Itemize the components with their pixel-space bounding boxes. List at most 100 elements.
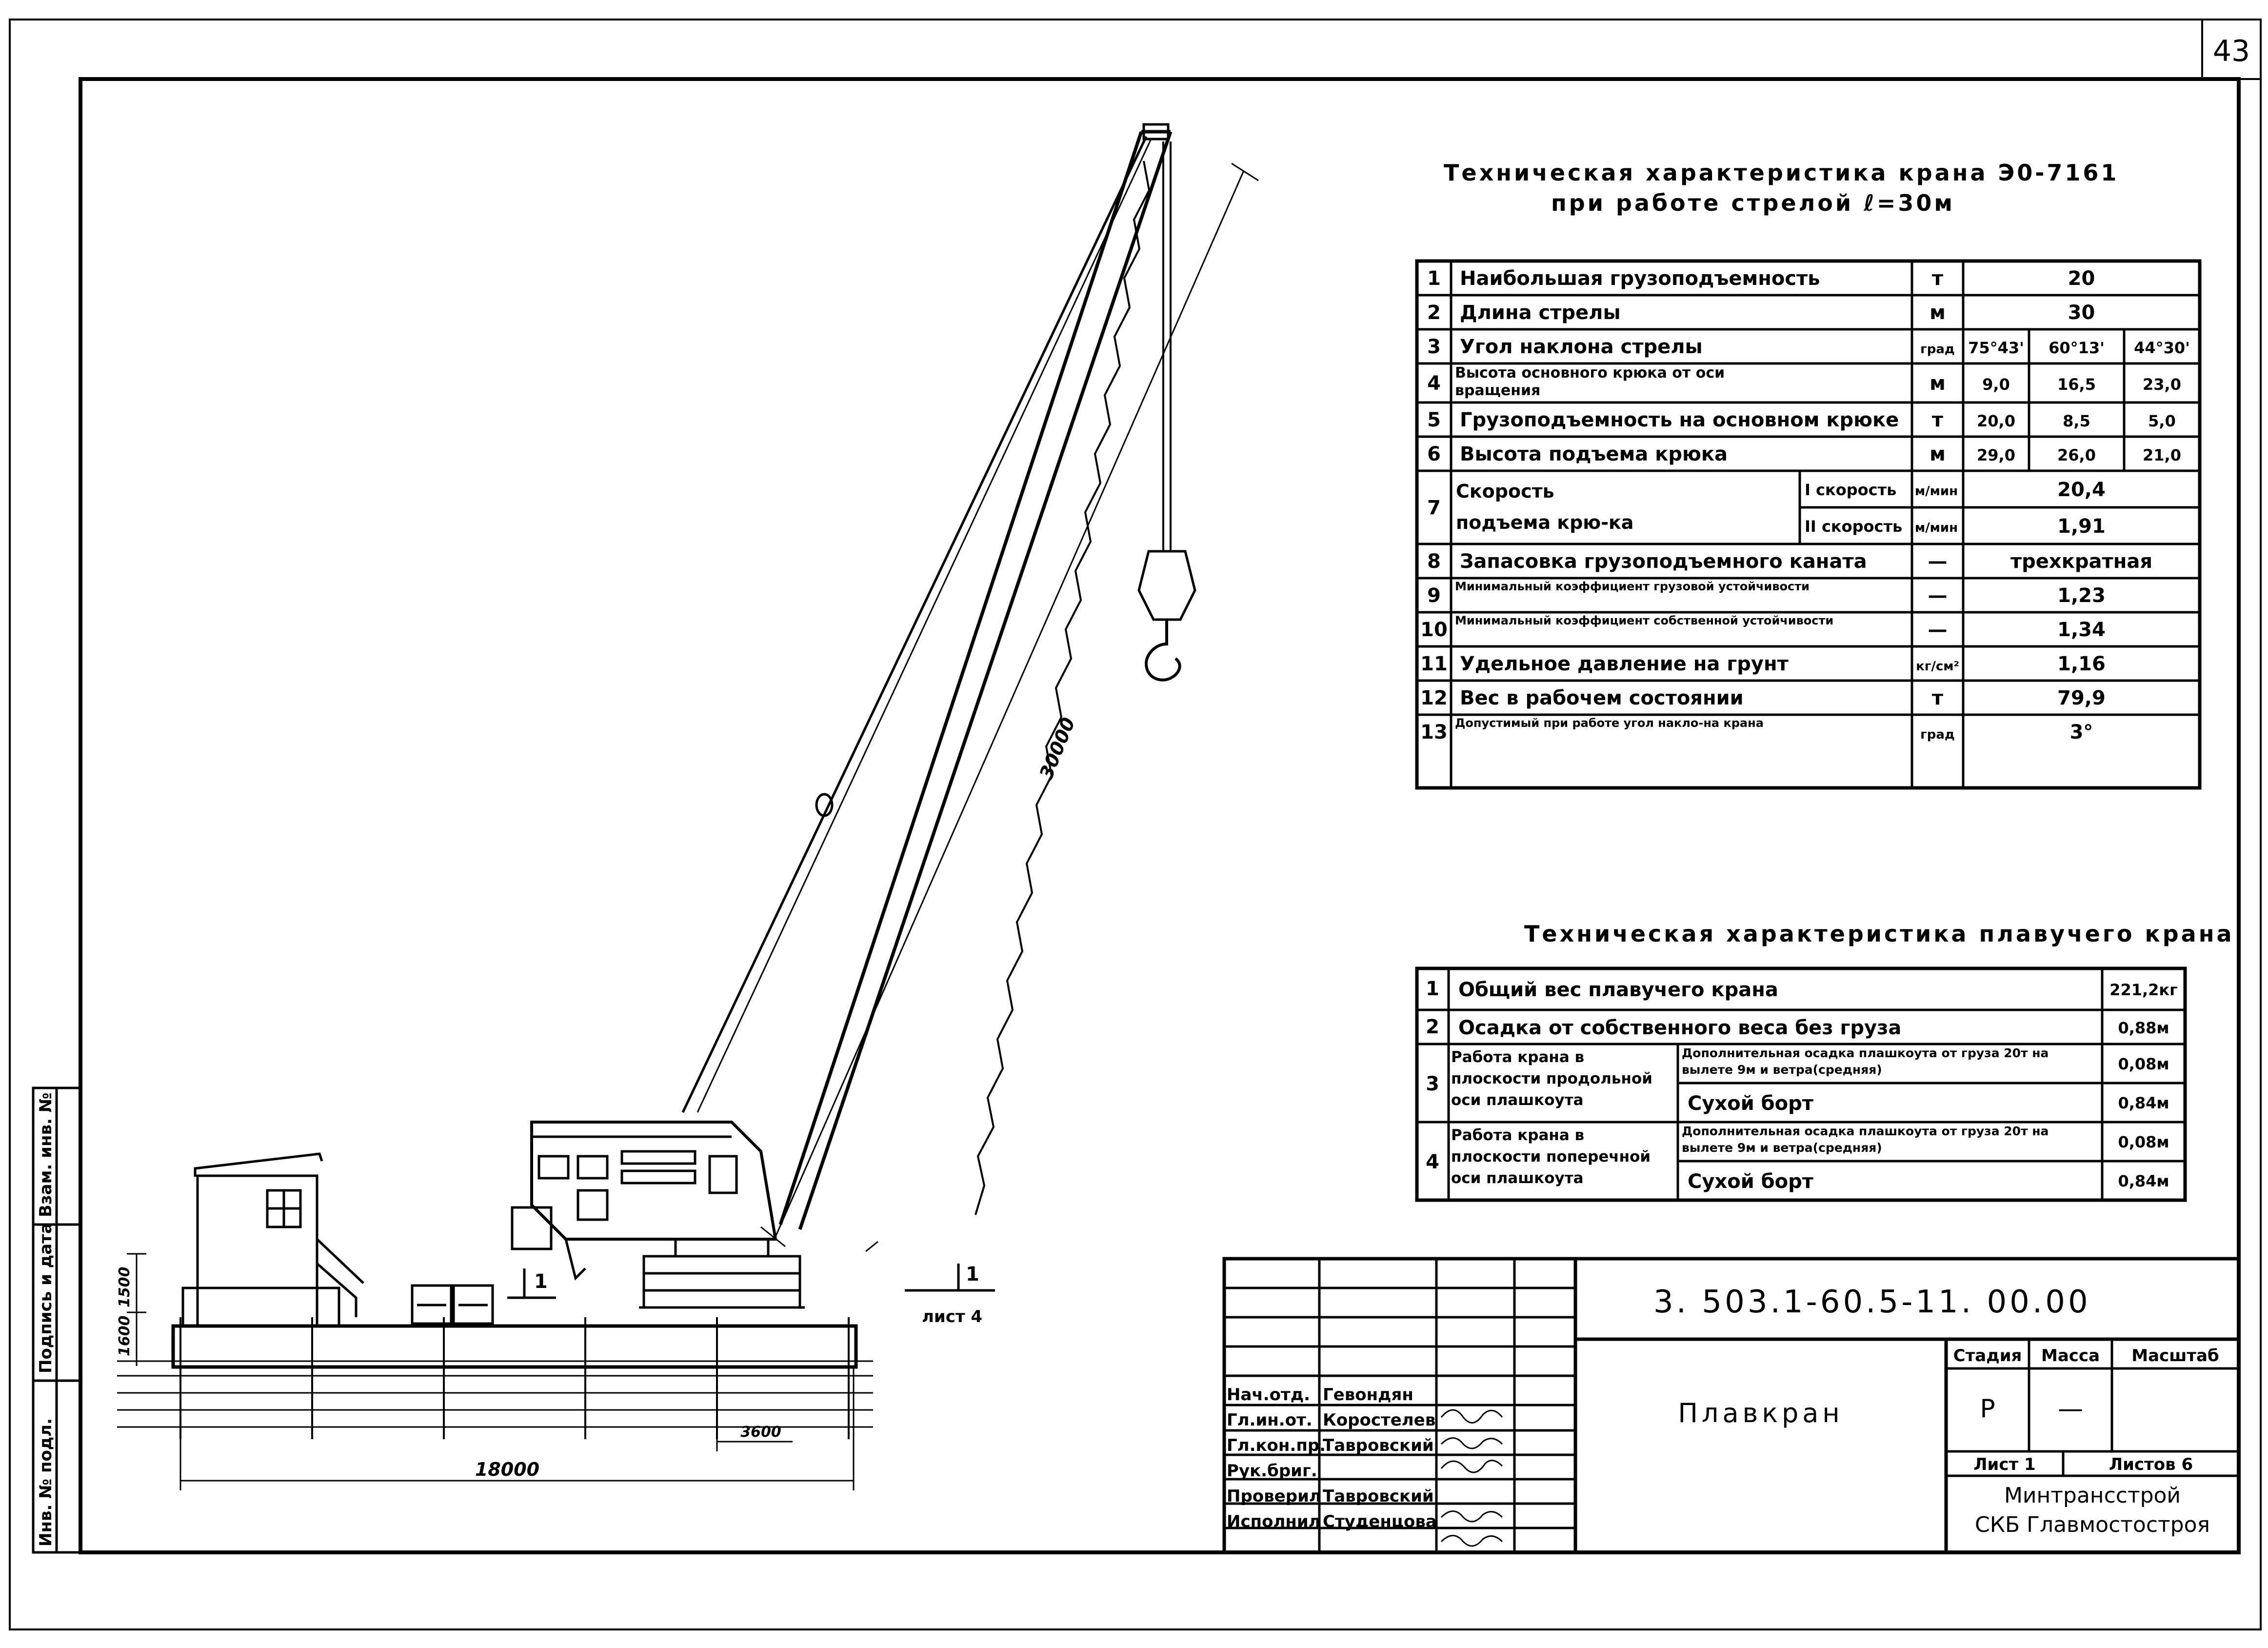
crane-row-1-unit: т [1932,267,1944,290]
crane-row-3-v1: 75°43' [1968,339,2024,357]
pontoon-posts [179,1317,850,1439]
float-row-4-no: 4 [1426,1151,1439,1173]
crane-row-9-name: Минимальный коэффициент грузовой устойчи… [1455,580,1810,593]
crane-row-7-val2: 1,91 [2057,515,2106,538]
crane-row-10-name: Минимальный коэффициент собственной усто… [1455,614,1834,627]
crane-row-12-unit: т [1932,687,1944,709]
crane-row-7-unit1: м/мин [1915,484,1958,499]
crane-row-7-no: 7 [1427,497,1441,519]
float-row-1-no: 1 [1426,978,1439,1000]
float-row-4-val1: 0,08м [2118,1133,2169,1151]
crane-row-1-no: 1 [1427,267,1441,290]
crane-house [530,1121,777,1241]
stage-header: Стадия [1953,1346,2022,1366]
section-mark-right: 1 [966,1263,979,1286]
mass-value: — [2058,1394,2083,1424]
crane-row-1-name: Наибольшая грузоподъемность [1460,267,1820,290]
crane-row-4-no: 4 [1427,372,1441,395]
crane-row-5-v1: 20,0 [1977,412,2015,430]
role-label-6: Исполнил [1227,1512,1321,1531]
sheet-frame [9,19,2262,1630]
float-row-3-val1: 0,08м [2118,1055,2169,1073]
crane-spec-rows: 1 Наибольшая грузоподъемность т 20 2 Длина ст… [1417,261,2200,788]
role-label-3: Гл.кон.пр. [1227,1436,1326,1455]
crane-row-6-unit: м [1930,443,1946,465]
drawing-title: Плавкран [1678,1398,1843,1428]
float-row-2-no: 2 [1426,1016,1439,1038]
deck-cabin [196,1174,318,1327]
crane-row-3-v3: 44°30' [2134,339,2190,357]
crane-row-7-unit2: м/мин [1915,521,1958,535]
crane-row-8-unit: — [1928,550,1948,573]
dim-3600: 3600 [740,1424,781,1441]
crane-spec-title-2: при работе стрелой ℓ=30м [1551,190,1955,216]
float-row-1-name: Общий вес плавучего крана [1458,979,1778,1001]
crane-row-6-v3: 21,0 [2143,446,2181,464]
crane-row-11-value: 1,16 [2057,653,2106,675]
crane-spec-lines [1417,261,2200,788]
role-name-1: Гевондян [1323,1385,1413,1405]
crane-boom [778,123,1173,1230]
crane-row-5-v2: 8,5 [2063,412,2090,430]
crane-row-6-name: Высота подъема крюка [1460,443,1728,465]
stage-value: Р [1980,1394,1995,1424]
crane-row-9-no: 9 [1427,584,1441,607]
crane-row-1-value: 20 [2068,267,2095,290]
crane-row-9-value: 1,23 [2057,584,2106,607]
crane-row-6-v2: 26,0 [2057,446,2096,464]
float-spec-text: 1 Общий вес плавучего крана 221,2кг 2 Ос… [1426,978,2178,1193]
crane-row-2-no: 2 [1427,301,1441,324]
float-row-4-sub1: Дополнительная осадка плашкоута от груза… [1682,1124,2049,1155]
stamp-sign-label: Подпись и дата [36,1223,56,1373]
section-mark-left: 1 [534,1270,548,1293]
signatures [1440,1409,1503,1547]
stamp-inv-label: Инв. № подл. [36,1418,56,1547]
hook [1144,620,1181,682]
crane-spec-title-1: Техническая характеристика крана Э0-7161 [1444,160,2119,186]
boom-pendant [681,136,1148,1113]
sheet-label: Лист 1 [1973,1455,2035,1474]
water-lines [117,1360,873,1428]
float-row-3-val2: 0,84м [2118,1094,2169,1112]
role-label-4: Рук.бриг. [1227,1461,1317,1481]
crane-row-12-value: 79,9 [2057,687,2106,709]
stamp-replace-label: Взам. инв. № [36,1092,56,1217]
crane-row-13-value: 3° [2070,721,2093,744]
crane-row-3-no: 3 [1427,336,1441,358]
crane-row-7-val1: 20,4 [2057,479,2106,501]
title-block-grid [1222,1257,2241,1554]
crane-row-7-sub1: I скорость [1805,481,1896,499]
scale-header: Масштаб [2131,1346,2219,1366]
float-row-3-no: 3 [1426,1073,1439,1095]
crane-row-13-no: 13 [1420,721,1448,744]
pontoon [171,1324,858,1369]
hook-block [1137,550,1196,621]
crane-row-6-no: 6 [1427,443,1441,465]
dim-1600: 1600 [116,1316,133,1357]
crane-row-6-v1: 29,0 [1977,446,2015,464]
float-spec-grid [1415,966,2187,1202]
dim-boom-30000: 30000 [1035,714,1079,782]
role-name-5: Тавровский [1323,1487,1434,1506]
org-name-1: Минтрансстрой [2004,1483,2181,1508]
crane-row-2-name: Длина стрелы [1460,301,1621,324]
crane-row-3-name: Угол наклона стрелы [1460,336,1703,358]
float-row-2-value: 0,88м [2118,1019,2169,1037]
crane-row-11-unit: кг/см² [1916,659,1959,674]
crane-row-4-v2: 16,5 [2057,375,2096,394]
crane-row-4-name: Высота основного крюка от оси вращения [1455,364,1725,399]
sheets-label: Листов 6 [2109,1455,2193,1474]
dim-length-18000: 18000 [475,1459,539,1480]
sheet-number: 43 [2213,34,2250,68]
mass-header: Масса [2041,1346,2100,1366]
crane-row-7-sub2: II скорость [1805,517,1902,536]
crane-row-2-value: 30 [2068,301,2095,324]
role-name-6: Студенцова [1323,1512,1437,1531]
role-label-5: Проверил [1227,1487,1321,1506]
crane-row-10-no: 10 [1420,619,1448,641]
float-row-4-val2: 0,84м [2118,1172,2169,1190]
float-row-3-name: Работа крана в плоскости продольной оси … [1451,1048,1652,1109]
crane-row-3-v2: 60°13' [2049,339,2105,357]
crane-row-12-no: 12 [1420,687,1448,709]
crane-row-8-name: Запасовка грузоподъемного каната [1460,550,1867,573]
